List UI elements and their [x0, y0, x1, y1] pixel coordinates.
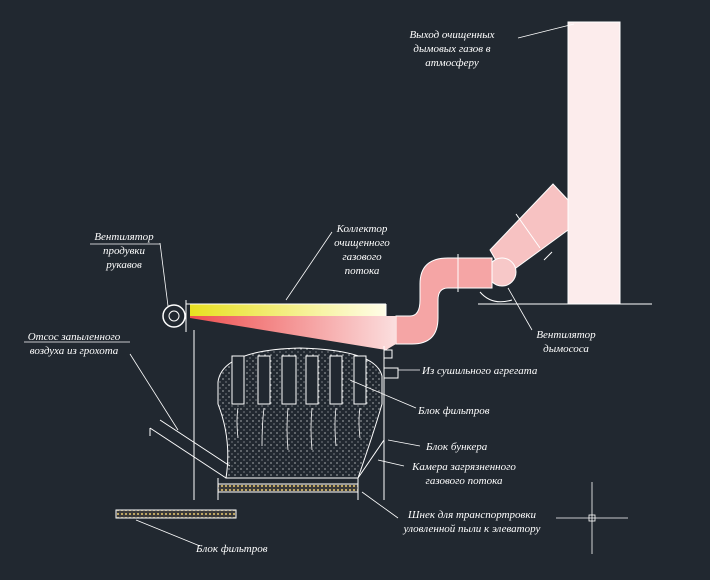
svg-text:Камера загрязненного: Камера загрязненного — [411, 461, 516, 473]
svg-text:газового потока: газового потока — [426, 475, 503, 487]
filter-housing — [149, 330, 399, 500]
label-blow-fan: Вентилятор продувки рукавов — [94, 231, 154, 271]
svg-text:потока: потока — [345, 265, 380, 277]
svg-text:Вентилятор: Вентилятор — [94, 231, 154, 243]
svg-text:Шнек для транспортровки: Шнек для транспортровки — [407, 509, 536, 521]
label-hopper-block: Блок бункера — [425, 441, 488, 453]
exhaust-duct — [489, 183, 569, 277]
svg-text:очищенного: очищенного — [334, 237, 390, 249]
svg-text:воздуха из грохота: воздуха из грохота — [30, 345, 119, 357]
svg-text:дымососа: дымососа — [543, 343, 589, 355]
svg-text:рукавов: рукавов — [105, 259, 142, 271]
svg-text:Отсос запыленного: Отсос запыленного — [28, 331, 121, 343]
label-dirty-chamber: Камера загрязненного газового потока — [411, 461, 516, 487]
svg-text:продувки: продувки — [103, 245, 146, 257]
svg-text:газового: газового — [342, 251, 382, 263]
label-dusty-air: Отсос запыленного воздуха из грохота — [28, 331, 121, 357]
label-collector: Коллектор очищенного газового потока — [334, 223, 390, 277]
bottom-filter-block — [115, 509, 237, 519]
smoke-stack — [560, 21, 652, 305]
svg-text:уловленной пыли к элеватору: уловленной пыли к элеватору — [403, 523, 541, 535]
label-exhauster: Вентилятор дымососа — [536, 329, 596, 355]
label-screw: Шнек для транспортровки уловленной пыли … — [403, 509, 541, 535]
label-filter-block-bottom: Блок фильтров — [195, 543, 268, 555]
label-filter-block: Блок фильтров — [417, 405, 490, 417]
svg-text:дымовых газов в: дымовых газов в — [413, 43, 490, 55]
svg-text:Вентилятор: Вентилятор — [536, 329, 596, 341]
svg-text:Коллектор: Коллектор — [336, 223, 388, 235]
connecting-duct — [395, 254, 493, 345]
blow-fan — [162, 300, 187, 332]
label-exhaust: Выход очищенных дымовых газов в атмосфер… — [409, 29, 494, 69]
label-from-dryer: Из сушильного агрегата — [421, 365, 538, 377]
clean-gas-collector — [186, 303, 396, 350]
screw-conveyor — [217, 478, 359, 500]
leader-lines — [24, 23, 628, 554]
svg-text:атмосферу: атмосферу — [425, 57, 479, 69]
exhauster-fan — [478, 257, 566, 305]
svg-text:Выход очищенных: Выход очищенных — [409, 29, 494, 41]
